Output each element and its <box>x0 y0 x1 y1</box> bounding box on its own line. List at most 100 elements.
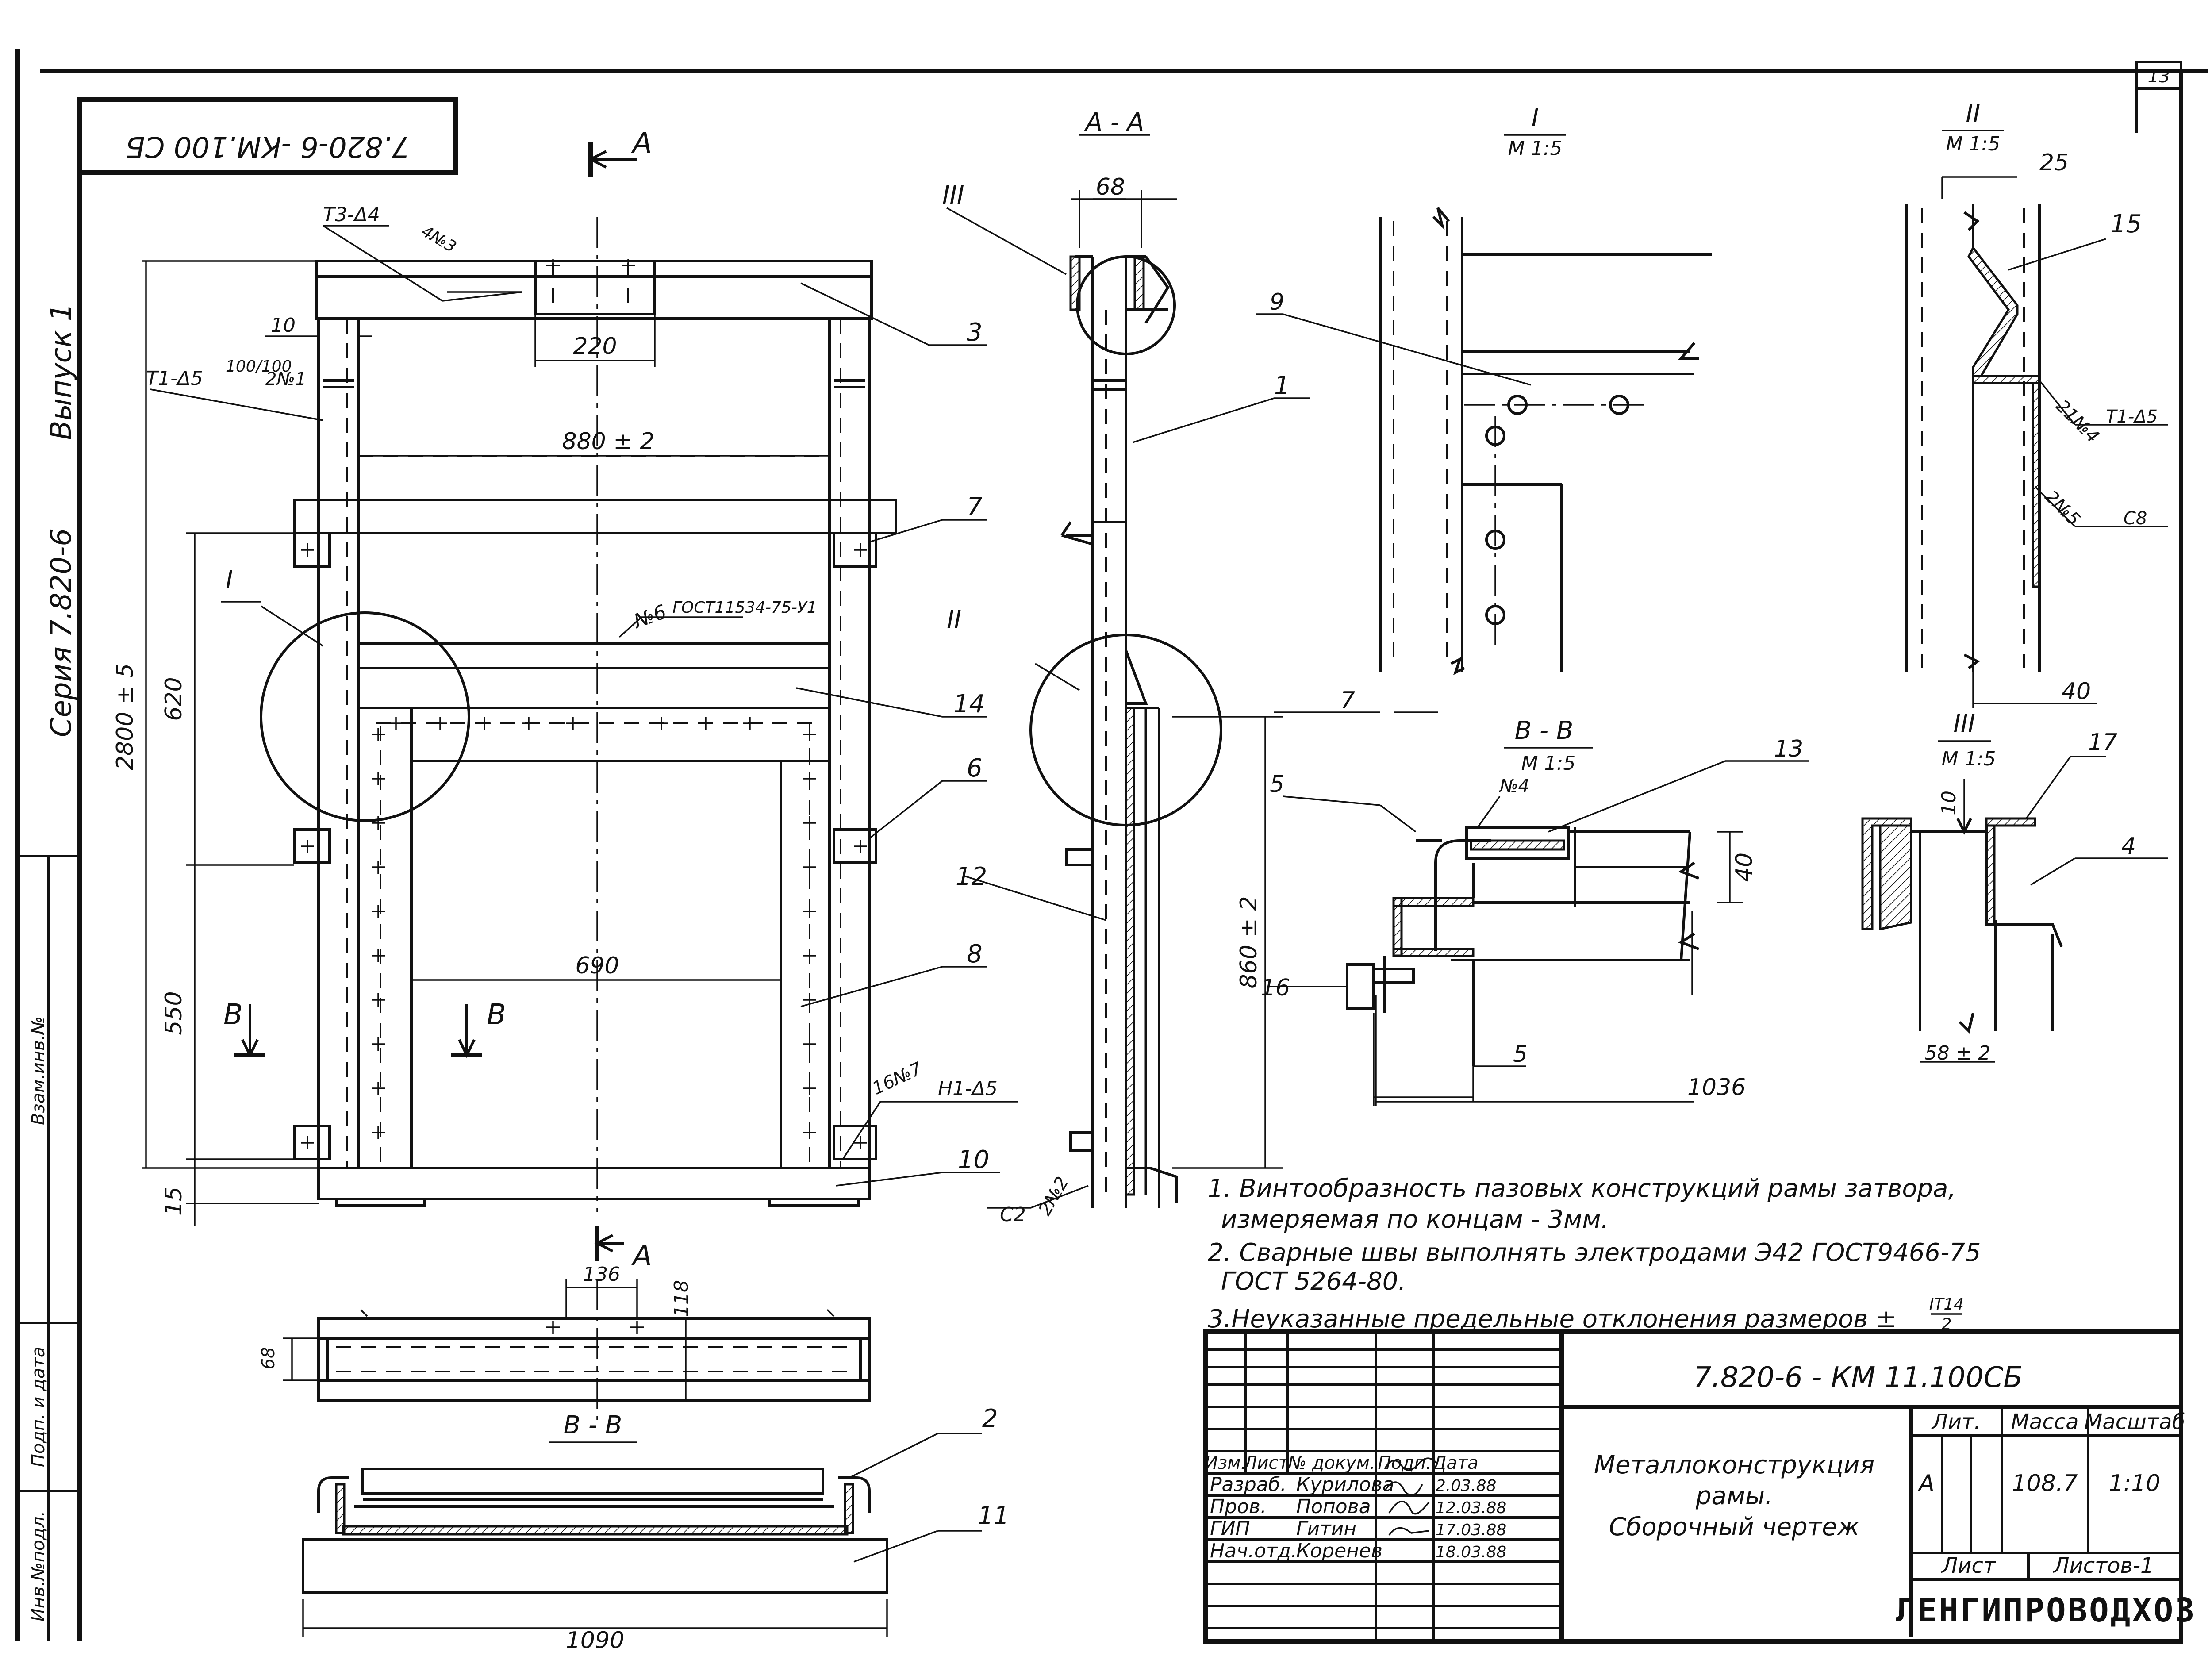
tb-h-podp: Подп. <box>1378 1453 1431 1473</box>
callout-6: 6 <box>967 754 983 783</box>
detail-3-marker: III <box>942 181 964 210</box>
callout-17: 17 <box>2088 729 2117 756</box>
tb-date-2: 17.03.88 <box>1436 1521 1506 1539</box>
tb-name-3: Коренев <box>1296 1540 1382 1562</box>
title-block <box>1203 1329 2183 1644</box>
section-bb-scale: М 1:5 <box>1521 752 1576 775</box>
detail-3-title: III <box>1953 710 1975 738</box>
dim-10: 10 <box>271 314 296 337</box>
tb-scale: 1:10 <box>2109 1470 2161 1497</box>
dim-2800: 2800 ± 5 <box>112 663 138 770</box>
plan-view <box>283 1279 871 1425</box>
callout-5: 5 <box>1270 771 1284 798</box>
weld-t1-pitch: 100/100 <box>226 357 292 376</box>
tb-name-0: Курилова <box>1296 1473 1394 1496</box>
sheet-border <box>15 49 2208 1641</box>
detail-1-marker: I <box>226 566 233 595</box>
section-aa-view <box>1029 255 1222 1208</box>
dim-40: 40 <box>2062 678 2091 705</box>
tb-date-0: 2.03.88 <box>1436 1477 1496 1495</box>
dim-7: 7 <box>1340 687 1355 714</box>
front-view-leaders <box>150 225 1018 1187</box>
dim-136: 136 <box>583 1263 620 1286</box>
tb-role-1: Пров. <box>1210 1495 1267 1518</box>
side-field-1: Взам.инв.№ <box>28 1016 49 1125</box>
callout-12: 12 <box>956 862 987 891</box>
tb-date-1: 12.03.88 <box>1436 1499 1506 1517</box>
detail-1-title: I <box>1532 104 1539 132</box>
note-3-denominator: 2 <box>1942 1315 1952 1333</box>
tb-lit: А <box>1917 1470 1935 1497</box>
weld-4n3: 4№3 <box>419 222 460 256</box>
dim-1090: 1090 <box>566 1627 624 1654</box>
detail-3-scale: М 1:5 <box>1942 748 1996 770</box>
callout-11: 11 <box>978 1502 1009 1530</box>
issue-label: Выпуск 1 <box>45 303 78 440</box>
organization-stamp: ЛЕНГИПРОВОДХОЗ <box>1896 1591 2197 1629</box>
callout-15: 15 <box>2110 210 2142 238</box>
tb-h-sheet: Лист <box>1941 1553 1997 1578</box>
page-number: 13 <box>2148 66 2170 87</box>
section-bb-bottom-title: В - В <box>564 1411 622 1440</box>
dim-40b: 40 <box>1731 853 1758 882</box>
callout-4: 4 <box>2121 833 2136 860</box>
dim-15: 15 <box>161 1187 187 1216</box>
tb-h-mass: Масса <box>2011 1410 2078 1434</box>
callout-2: 2 <box>982 1404 998 1433</box>
dim-620: 620 <box>161 677 187 721</box>
dim-5: 5 <box>1513 1041 1528 1068</box>
weld-2n5: 2№5 <box>2041 487 2084 530</box>
dim-690: 690 <box>575 953 619 979</box>
tb-role-3: Нач.отд. <box>1210 1540 1297 1562</box>
tb-h-lit: Лит. <box>1931 1410 1981 1434</box>
tb-role-2: ГИП <box>1210 1518 1250 1540</box>
tb-name-2: рамы. <box>1695 1482 1773 1510</box>
callout-1: 1 <box>1274 371 1290 400</box>
weld-n6: №6 <box>630 600 670 633</box>
tb-name-1: Попова <box>1296 1495 1371 1518</box>
weld-t1b: Т1-Δ5 <box>2106 407 2158 427</box>
weld-gost: ГОСТ11534-75-У1 <box>672 599 817 617</box>
dim-880: 880 ± 2 <box>562 428 655 455</box>
tb-name-2: Гитин <box>1296 1518 1356 1540</box>
detail-2-scale: М 1:5 <box>1946 133 2001 155</box>
drawing-code-rotated: 7.820-6 -КМ.100 СБ <box>126 130 410 163</box>
weld-c2: С2 <box>1000 1203 1026 1226</box>
callout-7: 7 <box>967 493 983 522</box>
detail-2-view <box>1905 176 2168 708</box>
section-bb-title: В - В <box>1515 716 1574 745</box>
weld-2n2: 2№2 <box>1035 1173 1073 1219</box>
weld-h1: Н1-Δ5 <box>938 1077 998 1100</box>
note-1b: измеряемая по концам - 3мм. <box>1221 1205 1609 1234</box>
dim-118: 118 <box>670 1280 693 1317</box>
cut-mark-b-left: В <box>223 999 243 1031</box>
dim-68: 68 <box>1096 174 1125 200</box>
weld-t3: Т3-Δ4 <box>323 204 380 226</box>
section-aa-title: А - А <box>1084 108 1144 137</box>
dim-860: 860 ± 2 <box>1236 896 1262 989</box>
callout-9: 9 <box>1270 289 1284 315</box>
dim-68b: 68 <box>258 1347 279 1370</box>
tb-name-1: Металлоконструкция <box>1594 1451 1874 1479</box>
weld-c8: С8 <box>2124 508 2147 529</box>
callout-3: 3 <box>967 318 983 347</box>
title-code: 7.820-6 - КМ 11.100СБ <box>1694 1361 2023 1394</box>
weld-2n1: 2№1 <box>265 369 307 389</box>
note-3-numerator: IT14 <box>1929 1295 1964 1314</box>
tb-date-3: 18.03.88 <box>1436 1543 1506 1561</box>
tb-h-izm: Изм. <box>1205 1453 1246 1473</box>
dim-220: 220 <box>573 333 617 360</box>
section-aa-dims <box>946 190 1310 1209</box>
note-2: 2. Сварные швы выполнять электродами Э42… <box>1208 1238 1981 1267</box>
weld-n4: №4 <box>1499 776 1529 796</box>
tb-h-date: Дата <box>1432 1453 1479 1473</box>
callout-8: 8 <box>967 940 983 968</box>
detail-2-title: II <box>1966 99 1980 128</box>
weld-21n4: 21№4 <box>2052 396 2103 447</box>
dim-25: 25 <box>2039 150 2069 176</box>
callout-16: 16 <box>1261 975 1290 1001</box>
bottom-elevation <box>302 1433 982 1637</box>
dim-550: 550 <box>161 991 187 1035</box>
note-1: 1. Винтообразность пазовых конструкций р… <box>1208 1174 1956 1203</box>
